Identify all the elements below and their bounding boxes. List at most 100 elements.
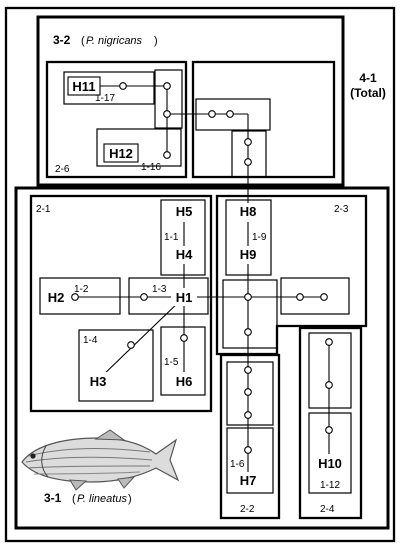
h7-bg <box>234 472 262 490</box>
haplotype-h9: H9 <box>240 247 257 262</box>
clade-2-2-label: 2-2 <box>240 504 255 515</box>
fish-pelvic-fin <box>69 479 88 491</box>
clade-1-5-label: 1-5 <box>164 357 179 368</box>
clade-1-17-label: 1-17 <box>95 93 115 104</box>
missing-haplotype-node <box>140 293 148 301</box>
fish-illustration <box>21 429 180 491</box>
h12-bg <box>103 143 139 163</box>
clade-3-2-paren-close: ) <box>154 35 158 47</box>
haplotype-h11: H11 <box>72 79 95 94</box>
clade-2-6-label: 2-6 <box>55 164 70 175</box>
clade-1-9-label: 1-9 <box>252 232 267 243</box>
clade-3-2-label: 3-2 <box>53 33 71 47</box>
clade-2-4-label: 2-4 <box>320 504 335 515</box>
clade-2-1-label: 2-1 <box>36 204 51 215</box>
missing-haplotype-node <box>244 411 252 419</box>
missing-haplotype-node <box>244 388 252 396</box>
clade-1-3-label: 1-3 <box>152 284 167 295</box>
haplotype-h2: H2 <box>48 290 65 305</box>
clade-3-2-box <box>36 15 345 187</box>
missing-haplotype-node <box>320 293 328 301</box>
h5-bg <box>171 203 199 221</box>
clade-2-6-box <box>45 60 188 179</box>
clade-1-2-box <box>39 277 121 315</box>
fish-anal-fin <box>117 476 136 489</box>
haplotype-h12: H12 <box>109 146 133 161</box>
clade-2-4-top-box <box>308 332 352 409</box>
clade-3-1-paren-close: ) <box>128 493 132 505</box>
clade-4-1-name: (Total) <box>350 86 386 100</box>
haplotype-h7: H7 <box>240 473 257 488</box>
h3-bg <box>84 372 112 390</box>
missing-haplotype-nodes <box>71 82 333 454</box>
clade-3-2-species: P. nigricans <box>86 35 143 47</box>
h2-bg <box>44 288 68 306</box>
missing-haplotype-node <box>71 293 79 301</box>
clade-1-4-box <box>78 329 154 402</box>
clade-2-3-right-box <box>280 277 350 315</box>
clade-2-2-box <box>219 353 281 520</box>
missing-haplotype-node <box>244 366 252 374</box>
clade-1-17-box <box>63 71 155 105</box>
h6-bg <box>171 372 199 390</box>
clade-2-1-box <box>29 194 213 413</box>
clade-1-5-box <box>160 326 206 396</box>
h4-bg <box>171 246 199 264</box>
fish-stripe-3 <box>27 465 151 469</box>
clade-4-1-box <box>4 6 396 543</box>
clade-1-16-label: 1-16 <box>141 162 161 173</box>
clade-3-1-label: 3-1 <box>44 491 62 505</box>
clade-3-2-right-bottom-box <box>231 130 267 178</box>
missing-haplotype-node <box>244 138 252 146</box>
missing-haplotype-node <box>163 110 171 118</box>
missing-haplotype-node <box>325 338 333 346</box>
h10-bg <box>313 454 347 472</box>
clade-3-1-box <box>14 186 390 530</box>
clade-3-2-paren-open: ( <box>81 35 85 47</box>
haplotype-h1: H1 <box>176 290 193 305</box>
clade-2-4-box <box>298 326 363 520</box>
missing-haplotype-node <box>325 426 333 434</box>
clade-4-1-label: 4-1 <box>359 71 377 85</box>
h9-bg <box>234 246 262 264</box>
clade-1-1-box <box>160 199 206 276</box>
fish-eye <box>30 453 36 459</box>
clade-1-12-box <box>308 412 352 494</box>
fish-body <box>21 437 180 483</box>
missing-haplotype-node <box>226 110 234 118</box>
haplotype-h8: H8 <box>240 204 257 219</box>
missing-haplotype-node <box>244 293 252 301</box>
missing-haplotype-node <box>244 158 252 166</box>
missing-haplotype-node <box>119 82 127 90</box>
edge <box>97 296 185 381</box>
missing-haplotype-node <box>208 110 216 118</box>
missing-haplotype-node <box>163 82 171 90</box>
missing-haplotype-node <box>244 328 252 336</box>
h11-bg <box>67 76 101 96</box>
clade-3-2-mid-box <box>154 69 183 129</box>
fish-dorsal-fin <box>94 429 126 441</box>
clade-1-3-box <box>128 277 209 315</box>
clade-2-2-top-box <box>226 361 274 426</box>
haplotype-h6: H6 <box>176 374 193 389</box>
clade-3-1-paren-open: ( <box>72 493 76 505</box>
fish-stripe-2 <box>25 456 153 463</box>
missing-haplotype-node <box>180 334 188 342</box>
clade-1-16-box <box>96 128 182 167</box>
h8-bg <box>234 203 262 221</box>
clade-2-3-center-box <box>222 279 278 349</box>
missing-haplotype-node <box>296 293 304 301</box>
clade-1-12-label: 1-12 <box>320 480 340 491</box>
fish-stripe-4 <box>33 471 141 475</box>
haplotype-h5: H5 <box>176 204 193 219</box>
clade-1-2-label: 1-2 <box>74 284 89 295</box>
clade-2-3-label: 2-3 <box>334 204 349 215</box>
clade-1-4-label: 1-4 <box>83 335 98 346</box>
h1-bg <box>171 288 197 306</box>
clade-3-1-species: P. lineatus <box>77 493 127 505</box>
clade-1-6-box <box>226 427 274 494</box>
clade-3-2-right-box <box>191 60 336 179</box>
haplotype-h4: H4 <box>176 247 193 262</box>
missing-haplotype-node <box>325 381 333 389</box>
haplotype-h10: H10 <box>318 456 342 471</box>
